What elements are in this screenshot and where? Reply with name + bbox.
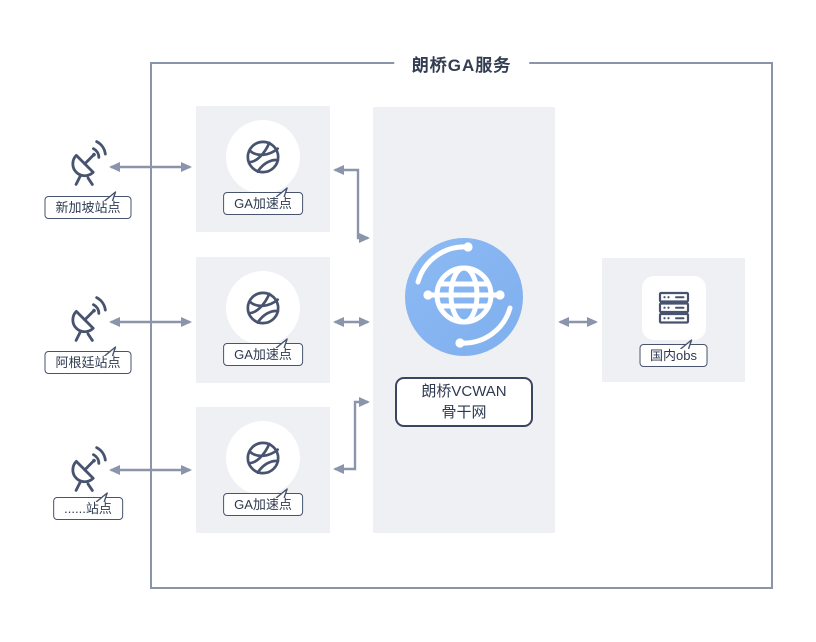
bubble-tail: [274, 485, 290, 499]
site-label: 阿根廷站点: [55, 355, 121, 370]
bubble-tail: [103, 343, 119, 357]
ga-accelerator-box: GA加速点: [196, 106, 330, 232]
backbone-column: 朗桥VCWAN 骨干网: [373, 107, 555, 533]
globe-orbit-icon: [415, 242, 513, 348]
icon-holder: [226, 271, 300, 345]
globe-network-icon: [246, 140, 280, 174]
backbone-label: 朗桥VCWAN 骨干网: [395, 377, 533, 427]
satellite-dish-icon: [71, 296, 107, 342]
globe-network-icon: [246, 291, 280, 325]
accelerator-label-bubble: GA加速点: [223, 488, 303, 516]
blue-globe-badge: [405, 238, 523, 356]
ga-accelerator-box: GA加速点: [196, 257, 330, 383]
site-label-bubble: 新加坡站点: [44, 191, 132, 219]
bubble-tail: [103, 188, 119, 202]
accelerator-label-bubble: GA加速点: [223, 187, 303, 215]
site-label: 新加坡站点: [55, 200, 121, 215]
icon-holder: [642, 276, 706, 340]
backbone-label-line2: 骨干网: [441, 404, 487, 421]
site-label: ......站点: [64, 501, 112, 516]
storage-label-bubble: 国内obs: [639, 339, 708, 367]
bubble-tail: [679, 336, 695, 350]
accelerator-label-bubble: GA加速点: [223, 338, 303, 366]
storage-label: 国内obs: [650, 348, 697, 363]
ga-accelerator-box: GA加速点: [196, 407, 330, 533]
bubble-tail: [274, 335, 290, 349]
site-label-bubble: ......站点: [53, 492, 123, 520]
bubble-tail: [94, 489, 110, 503]
server-icon: [658, 291, 690, 324]
globe-network-icon: [246, 441, 280, 475]
site-label-bubble: 阿根廷站点: [44, 346, 132, 374]
accelerator-label: GA加速点: [234, 347, 292, 362]
satellite-dish-icon: [71, 140, 107, 186]
frame-title: 朗桥GA服务: [393, 51, 530, 76]
satellite-dish-icon: [71, 446, 107, 492]
icon-holder: [226, 421, 300, 495]
obs-box: 国内obs: [602, 258, 745, 382]
icon-holder: [226, 120, 300, 194]
backbone-label-line1: 朗桥VCWAN: [421, 383, 507, 400]
bubble-tail: [274, 184, 290, 198]
accelerator-label: GA加速点: [234, 497, 292, 512]
accelerator-label: GA加速点: [234, 196, 292, 211]
